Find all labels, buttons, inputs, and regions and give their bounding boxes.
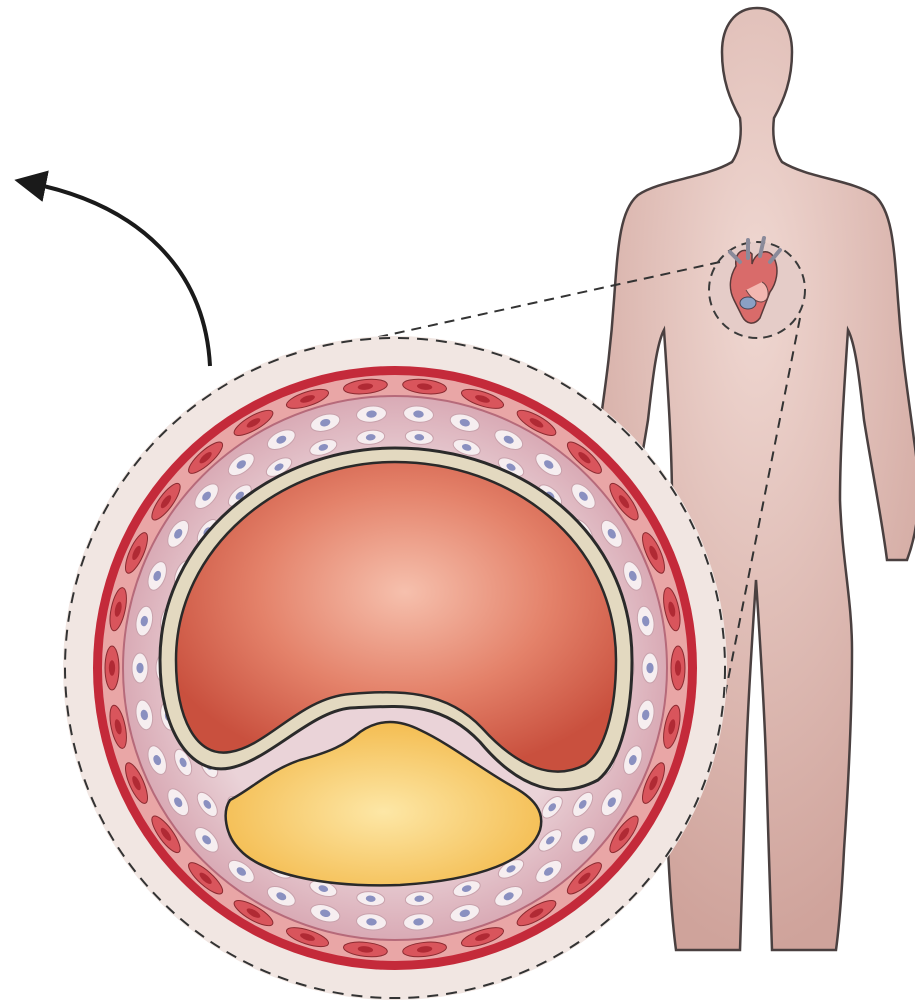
cell-nucleus	[646, 663, 653, 674]
cell-nucleus	[109, 660, 115, 675]
cell-nucleus	[136, 663, 143, 674]
curved-arrow-icon	[30, 183, 210, 366]
artery-cross-section	[63, 336, 727, 1000]
cell-nucleus	[675, 660, 681, 675]
